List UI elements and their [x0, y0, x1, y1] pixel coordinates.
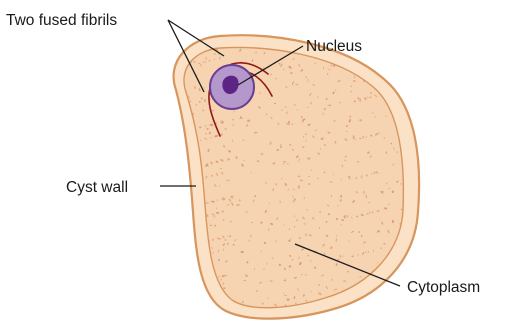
granule	[200, 303, 204, 307]
granule	[182, 257, 184, 259]
granule	[192, 279, 195, 283]
label-two-fused-fibrils: Two fused fibrils	[6, 12, 117, 29]
granule	[403, 92, 405, 94]
granule	[179, 175, 181, 178]
granule	[184, 268, 186, 270]
label-cyst-wall: Cyst wall	[66, 179, 128, 196]
granule	[386, 72, 388, 75]
granule	[382, 299, 385, 302]
label-cytoplasm: Cytoplasm	[407, 279, 480, 296]
granule	[197, 281, 200, 284]
granule	[342, 310, 345, 312]
granule	[347, 271, 349, 273]
granule	[382, 306, 385, 308]
granule	[396, 288, 399, 290]
granule	[202, 292, 205, 296]
granule	[197, 287, 199, 288]
granule	[181, 248, 184, 251]
granule	[380, 302, 383, 304]
granule	[192, 254, 195, 257]
granule	[402, 285, 404, 287]
granule	[369, 310, 371, 312]
granule	[187, 217, 189, 219]
granule	[224, 312, 226, 315]
granule	[192, 283, 195, 286]
granule	[181, 195, 184, 198]
granule	[182, 256, 185, 259]
granule	[407, 296, 410, 299]
granule	[407, 52, 411, 55]
label-nucleus: Nucleus	[306, 38, 362, 55]
granule	[389, 76, 392, 78]
granule	[402, 68, 404, 70]
granule	[392, 57, 395, 60]
granule	[374, 56, 376, 60]
granule	[180, 276, 183, 279]
granule	[187, 293, 189, 297]
granule	[390, 302, 392, 304]
granule	[367, 310, 371, 313]
granule	[397, 44, 399, 46]
granule	[372, 301, 374, 304]
granule	[185, 166, 188, 169]
granule	[408, 103, 411, 105]
granule	[401, 86, 404, 88]
granule	[203, 109, 204, 111]
granule	[186, 243, 188, 245]
granule	[374, 52, 376, 54]
granule	[183, 282, 184, 285]
granule	[204, 294, 207, 297]
granule	[180, 259, 183, 261]
granule	[197, 294, 199, 296]
granule	[369, 58, 371, 60]
granule	[193, 291, 197, 294]
granule	[305, 76, 307, 78]
granule	[402, 275, 404, 277]
granule	[181, 205, 183, 208]
granule	[179, 128, 182, 131]
granule	[188, 229, 192, 231]
granule	[185, 208, 187, 210]
granule	[180, 180, 182, 181]
granule	[362, 58, 363, 59]
granule	[406, 46, 408, 48]
granule	[358, 306, 361, 309]
granule	[284, 295, 287, 296]
granule	[371, 57, 374, 58]
granule	[180, 302, 182, 304]
granule	[405, 100, 407, 104]
granule	[405, 71, 408, 74]
granule	[363, 59, 366, 61]
granule	[394, 306, 396, 308]
granule	[403, 66, 405, 69]
granule	[186, 216, 188, 220]
granule	[179, 308, 182, 311]
granule	[185, 237, 188, 240]
granule	[180, 141, 183, 143]
granule	[406, 297, 408, 301]
